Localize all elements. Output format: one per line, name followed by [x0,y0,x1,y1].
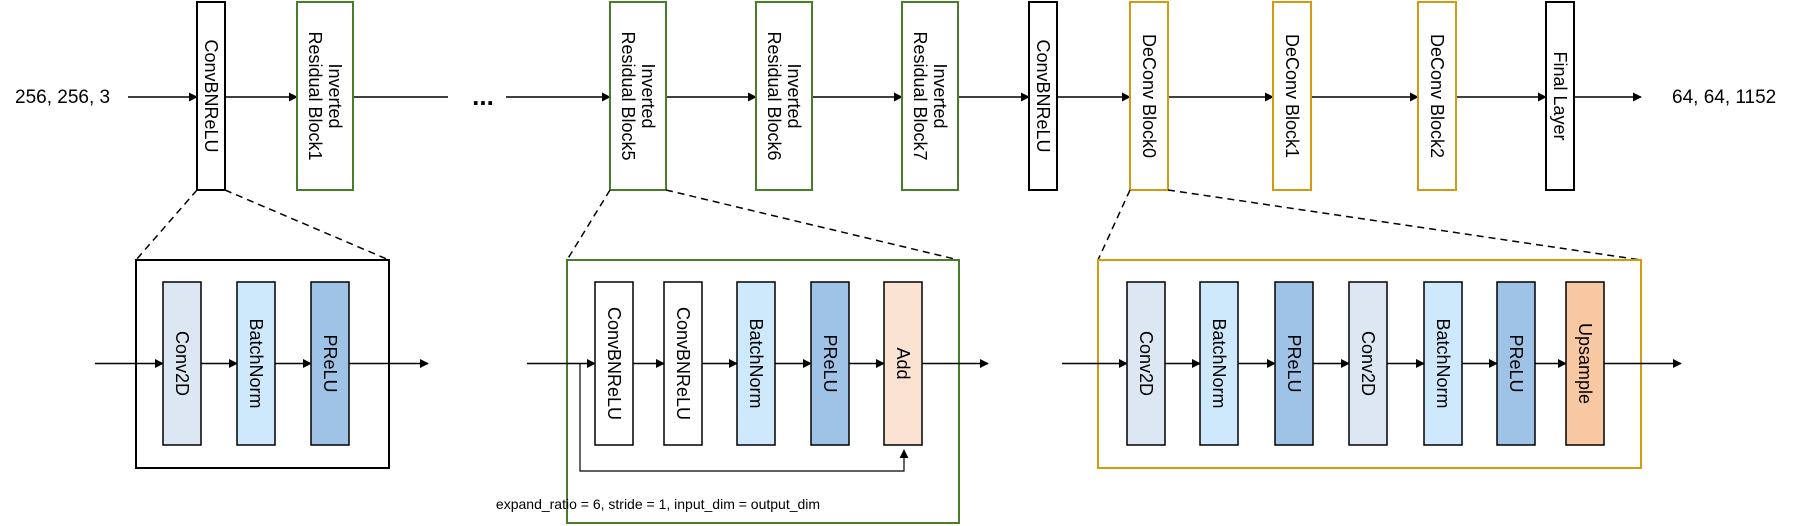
layer-label: ConvBNReLU [673,307,693,420]
layer-box [1274,281,1314,446]
layer-conv2d[interactable]: Conv2D [1348,281,1388,446]
layer-box [1348,281,1388,446]
layer-label: BatchNorm [1433,318,1453,408]
deconv-detail-panel: Conv2D BatchNorm PReLU Conv2D BatchNorm PReLU… [1062,259,1682,469]
layer-label: BatchNorm [1209,318,1229,408]
inverted-residual-caption: expand_ratio = 6, stride = 1, input_dim … [496,496,820,512]
top-block-label: ConvBNReLU [1033,39,1053,152]
layer-label: Conv2D [1136,331,1156,396]
layer-label: Upsample [1575,323,1595,404]
layer-conv2d[interactable]: Conv2D [1126,281,1166,446]
top-block-convbnrelu[interactable]: ConvBNReLU [196,1,226,191]
layer-box [1565,281,1605,446]
zoom-line [665,189,960,261]
layer-convbnrelu[interactable]: ConvBNReLU [663,281,703,446]
convbnrelu-detail-panel: Conv2D BatchNorm PReLU [95,259,429,469]
top-block-label: ConvBNReLU [201,39,221,152]
layer-label: Conv2D [172,331,192,396]
layer-label: PReLU [820,334,840,392]
top-block-box [1272,1,1312,191]
top-block-label: InvertedResidual Block5 [618,31,658,160]
layer-prelu[interactable]: PReLU [1496,281,1536,446]
zoom-line [224,189,390,261]
layer-label: BatchNorm [246,318,266,408]
top-block-label: Final Layer [1550,51,1570,140]
inverted-frame [566,259,960,524]
layer-box [1199,281,1239,446]
top-block-label: DeConv Block2 [1427,34,1447,158]
zoom-line [135,189,198,261]
top-block-deconv-block0[interactable]: DeConv Block0 [1129,1,1169,191]
top-block-box [609,1,667,191]
top-block-deconv-block2[interactable]: DeConv Block2 [1417,1,1457,191]
top-block-box [1545,1,1575,191]
layer-box [1423,281,1463,446]
layer-upsample[interactable]: Upsample [1565,281,1605,446]
layer-box [310,281,350,446]
layer-batchnorm[interactable]: BatchNorm [1199,281,1239,446]
residual-skip-arrow [579,363,909,472]
layer-batchnorm[interactable]: BatchNorm [1423,281,1463,446]
top-block-box [1417,1,1457,191]
layer-box [883,281,923,446]
layer-label: Conv2D [1358,331,1378,396]
output-shape-label: 64, 64, 1152 [1672,87,1776,108]
top-block-label: DeConv Block1 [1282,34,1302,158]
layer-conv2d[interactable]: Conv2D [162,281,202,446]
top-block-deconv-block1[interactable]: DeConv Block1 [1272,1,1312,191]
top-block-box [901,1,959,191]
layer-convbnrelu[interactable]: ConvBNReLU [594,281,634,446]
zoom-line [1097,189,1131,261]
top-block-label: InvertedResidual Block6 [764,31,804,160]
zoom-line [566,189,611,261]
top-block-inverted-residual-block5[interactable]: InvertedResidual Block5 [609,1,667,191]
layer-box [236,281,276,446]
layer-batchnorm[interactable]: BatchNorm [236,281,276,446]
layer-box [1126,281,1166,446]
layer-label: PReLU [1506,334,1526,392]
top-block-convbnrelu[interactable]: ConvBNReLU [1028,1,1058,191]
layer-label: PReLU [1284,334,1304,392]
zoom-lines [135,189,1642,261]
layer-prelu[interactable]: PReLU [1274,281,1314,446]
layer-label: ConvBNReLU [604,307,624,420]
top-block-box [755,1,813,191]
layer-box [736,281,776,446]
top-block-inverted-residual-block1[interactable]: InvertedResidual Block1 [296,1,354,191]
input-shape-label: 256, 256, 3 [15,87,110,108]
layer-add[interactable]: Add [883,281,923,446]
layer-label: Add [893,347,913,379]
layer-prelu[interactable]: PReLU [310,281,350,446]
top-block-inverted-residual-block7[interactable]: InvertedResidual Block7 [901,1,959,191]
top-block-label: DeConv Block0 [1139,34,1159,158]
inverted-residual-detail-panel: ConvBNReLU ConvBNReLU BatchNorm PReLU Add [527,259,989,524]
top-block-final-layer[interactable]: Final Layer [1545,1,1575,191]
ellipsis-label: ... [472,81,494,111]
layer-label: PReLU [320,334,340,392]
top-block-box [1129,1,1169,191]
top-block-inverted-residual-block6[interactable]: InvertedResidual Block6 [755,1,813,191]
top-block-label: InvertedResidual Block7 [910,31,950,160]
layer-prelu[interactable]: PReLU [810,281,850,446]
top-block-row: ConvBNReLU InvertedResidual Block1 Inverte… [196,1,1575,191]
zoom-line [1167,189,1642,261]
top-block-box [296,1,354,191]
layer-label: BatchNorm [746,318,766,408]
top-block-box [196,1,226,191]
top-block-box [1028,1,1058,191]
layer-box [594,281,634,446]
top-block-label: InvertedResidual Block1 [305,31,345,160]
layer-batchnorm[interactable]: BatchNorm [736,281,776,446]
